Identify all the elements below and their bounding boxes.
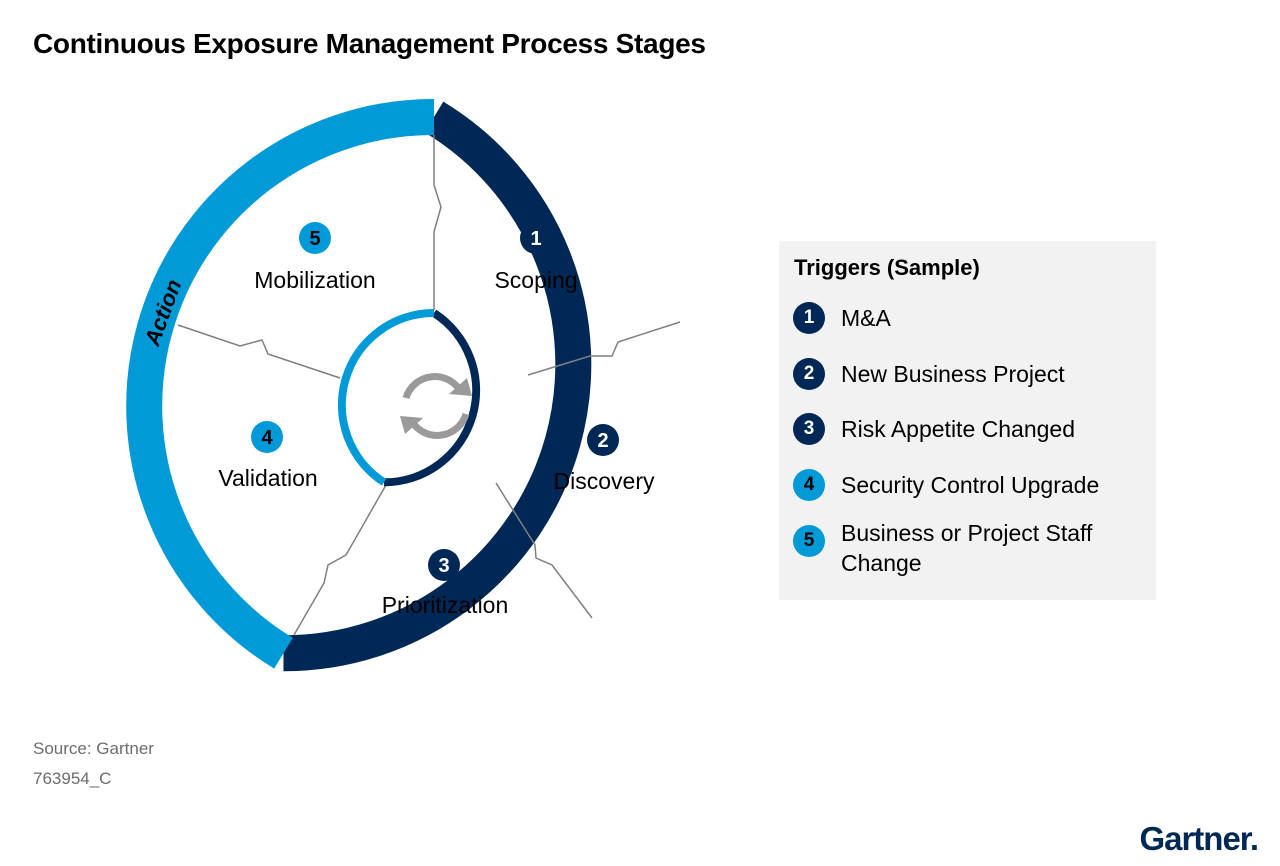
stage-5-badge [299, 222, 331, 254]
trigger-4-badge: 4 [793, 469, 825, 501]
divider-discovery-prioritization [495, 482, 593, 619]
trigger-item: 2 New Business Project [793, 358, 1151, 390]
stage-2-label: Discovery [554, 468, 655, 494]
stage-prioritization: 3 Prioritization [382, 549, 509, 618]
trigger-5-badge: 5 [793, 525, 825, 557]
page-title: Continuous Exposure Management Process S… [33, 28, 706, 59]
trigger-4-text: Security Control Upgrade [841, 472, 1100, 498]
trigger-3-badge: 3 [793, 413, 825, 445]
stage-4-number: 4 [261, 427, 273, 449]
gartner-logo: Gartner. [1139, 820, 1259, 857]
source-note: Source: Gartner [33, 739, 154, 758]
trigger-2-text: New Business Project [841, 361, 1065, 387]
trigger-item: 5 Business or Project Staff Change [793, 520, 1151, 578]
stage-4-badge [251, 421, 283, 453]
stage-1-badge [520, 222, 552, 254]
stage-3-label: Prioritization [382, 592, 509, 618]
refresh-arrowhead-bottom [400, 416, 423, 434]
action-ring-segment [126, 98, 435, 669]
triggers-title: Triggers (Sample) [794, 255, 980, 280]
stage-2-number: 2 [597, 430, 608, 452]
trigger-item: 4 Security Control Upgrade [793, 469, 1151, 501]
stage-dividers [177, 135, 681, 636]
stage-5-number: 5 [309, 228, 320, 250]
stage-1-label: Scoping [494, 267, 577, 293]
stage-scoping: 1 Scoping [494, 222, 578, 293]
refresh-cycle-icon [402, 373, 470, 439]
stage-2-badge [587, 424, 619, 456]
refresh-arrowhead-top [449, 378, 472, 396]
trigger-item: 1 M&A [793, 302, 1151, 334]
stage-5-label: Mobilization [254, 267, 375, 293]
trigger-2-badge: 2 [793, 358, 825, 390]
divider-scoping-mobilization [433, 135, 442, 310]
inner-ring-light [337, 309, 435, 486]
trigger-3-text: Risk Appetite Changed [841, 416, 1075, 442]
stage-4-label: Validation [218, 465, 317, 491]
trigger-1-text: M&A [841, 305, 891, 331]
trigger-item: 3 Risk Appetite Changed [793, 413, 1151, 445]
diagnose-ring-label: Diagnose [679, 425, 721, 527]
divider-validation-mobilization [177, 324, 341, 379]
trigger-1-badge: 1 [793, 302, 825, 334]
triggers-panel: Triggers (Sample) 1 M&A 2 New Business P… [779, 241, 1156, 600]
figure-code: 763954_C [33, 769, 112, 788]
stage-discovery: 2 Discovery [554, 424, 655, 494]
divider-prioritization-validation [293, 484, 387, 636]
stage-mobilization: 5 Mobilization [254, 222, 376, 293]
stage-validation: 4 Validation [218, 421, 318, 491]
inner-ring-dark [383, 309, 481, 487]
diagnose-ring-segment [283, 101, 592, 672]
stage-1-number: 1 [530, 228, 541, 250]
divider-scoping-discovery [527, 321, 681, 376]
trigger-5-text: Business or Project Staff Change [841, 520, 1093, 576]
stage-3-number: 3 [438, 555, 449, 577]
stage-3-badge [428, 549, 460, 581]
